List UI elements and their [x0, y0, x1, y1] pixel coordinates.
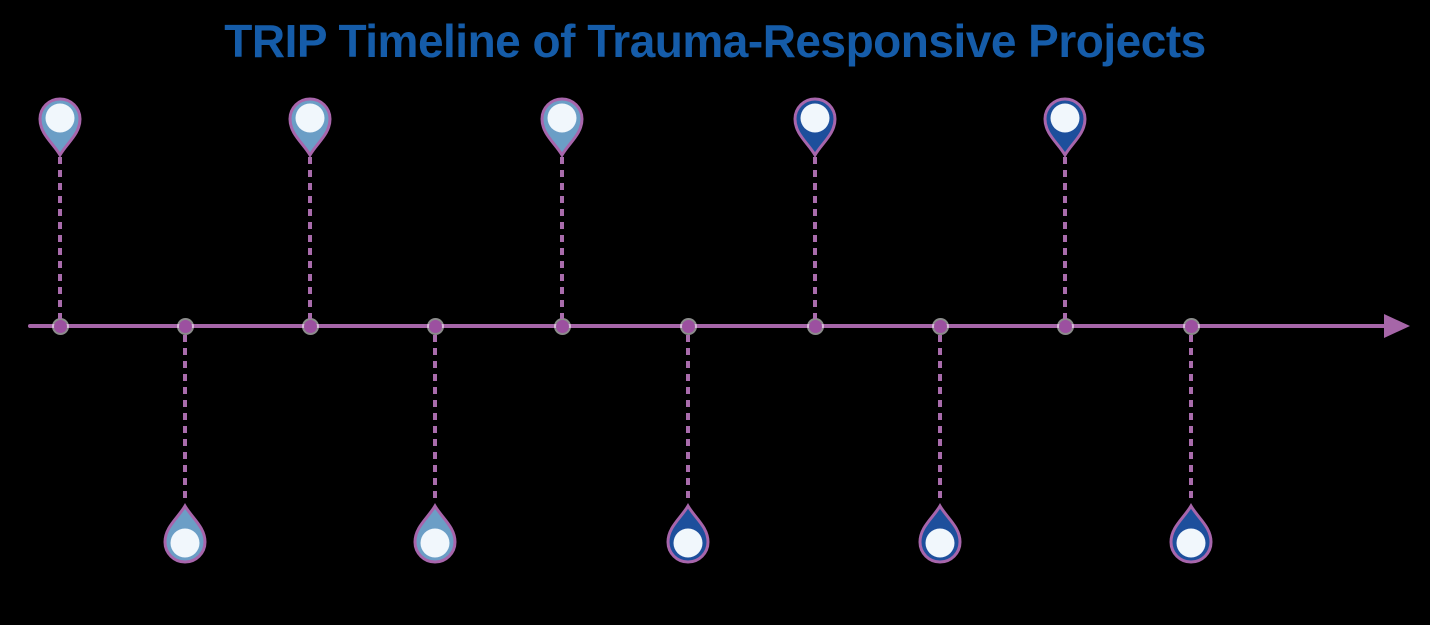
map-pin-icon [410, 503, 460, 565]
dashed-connector [560, 157, 564, 319]
timeline-node-dot [1058, 319, 1072, 333]
dashed-connector [1189, 335, 1193, 504]
map-pin-icon [915, 503, 965, 565]
map-pin-icon [285, 96, 335, 158]
timeline-node-dot [428, 319, 442, 333]
dashed-connector [308, 157, 312, 319]
timeline-node-dot [53, 319, 67, 333]
timeline-node-dot [933, 319, 947, 333]
timeline-arrowhead-icon [1384, 314, 1410, 338]
timeline-node-dot [555, 319, 569, 333]
dashed-connector [938, 335, 942, 504]
dashed-connector [58, 157, 62, 319]
timeline-node-dot [808, 319, 822, 333]
map-pin-icon [790, 96, 840, 158]
map-pin-icon [160, 503, 210, 565]
dashed-connector [813, 157, 817, 319]
dashed-connector [183, 335, 187, 504]
map-pin-icon [35, 96, 85, 158]
page-title: TRIP Timeline of Trauma-Responsive Proje… [224, 15, 1206, 67]
dashed-connector [433, 335, 437, 504]
map-pin-icon [663, 503, 713, 565]
map-pin-icon [537, 96, 587, 158]
timeline-axis [28, 324, 1386, 328]
dashed-connector [686, 335, 690, 504]
dashed-connector [1063, 157, 1067, 319]
timeline-node-dot [178, 319, 192, 333]
map-pin-icon [1040, 96, 1090, 158]
map-pin-icon [1166, 503, 1216, 565]
timeline-node-dot [303, 319, 317, 333]
timeline-node-dot [1184, 319, 1198, 333]
timeline-node-dot [681, 319, 695, 333]
